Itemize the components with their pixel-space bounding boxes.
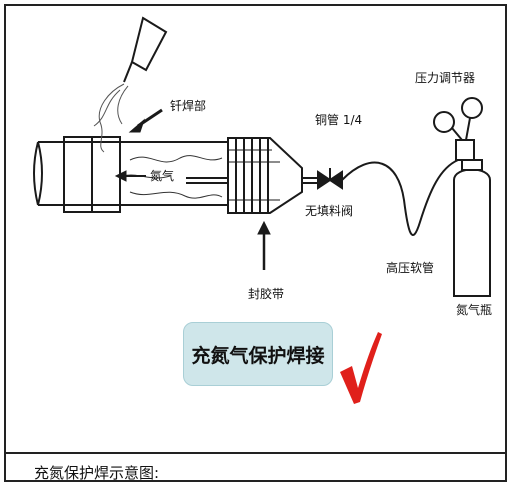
arrow-icon <box>257 220 271 270</box>
label-nitrogen-gas: 氮气 <box>150 169 175 183</box>
label-hose: 高压软管 <box>386 261 435 275</box>
label-tape: 封胶带 <box>248 287 285 301</box>
figure-frame <box>4 4 507 482</box>
brazing-sleeve <box>63 136 121 213</box>
label-pressure-regulator: 压力调节器 <box>415 71 476 85</box>
hose <box>341 159 459 236</box>
title-box: 充氮气保护焊接 <box>183 322 333 386</box>
arrow-icon <box>128 108 163 133</box>
flame <box>93 83 129 153</box>
check-mark-icon <box>340 332 382 404</box>
caption-divider <box>4 452 507 454</box>
arrow-icon <box>114 170 146 182</box>
pressure-gauge-icon <box>433 97 483 161</box>
label-valve: 无填料阀 <box>305 204 354 218</box>
torch-icon <box>123 16 168 83</box>
label-brazing-part: 钎焊部 <box>170 99 207 113</box>
label-cylinder: 氮气瓶 <box>456 303 493 317</box>
sealing-tape <box>227 137 303 214</box>
figure-caption: 充氮保护焊示意图: <box>34 464 160 482</box>
valve-icon <box>317 168 343 190</box>
label-copper-pipe: 铜管 1/4 <box>315 113 363 127</box>
main-pipe <box>33 141 228 206</box>
gas-cylinder-icon <box>453 159 491 297</box>
